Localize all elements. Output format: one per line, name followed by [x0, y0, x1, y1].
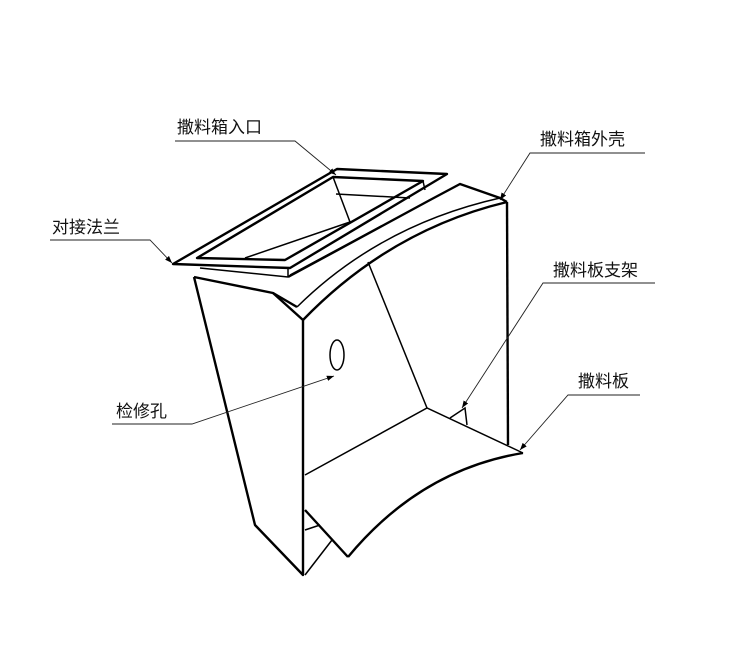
leader-lines [50, 140, 655, 451]
label-flange: 对接法兰 [52, 218, 120, 238]
label-plate-bracket: 撒料板支架 [553, 261, 638, 281]
label-inlet: 撒料箱入口 [177, 118, 262, 138]
flange [171, 167, 449, 278]
label-inspection-hole: 检修孔 [116, 402, 167, 422]
spreader-plate [304, 406, 524, 576]
label-spreader-plate: 撒料板 [578, 372, 629, 392]
label-shell: 撒料箱外壳 [540, 130, 625, 150]
inspection-hole-shape [329, 339, 345, 371]
shell [192, 182, 510, 577]
